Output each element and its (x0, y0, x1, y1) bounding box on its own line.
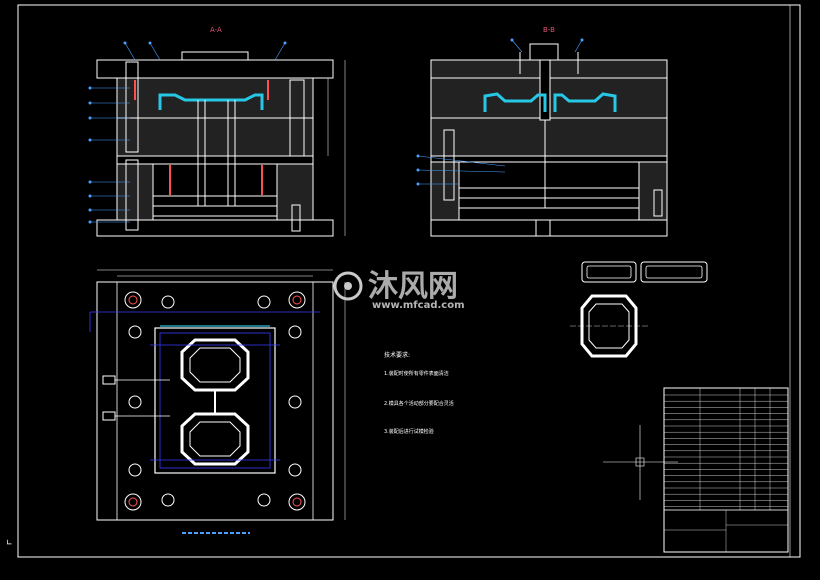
aa-guide-pillar-right (289, 79, 305, 157)
watermark-logo-icon-core (344, 282, 352, 290)
plan-water-fitting (102, 411, 116, 421)
notes-line-1: 1.装配时使所有零件表面清洁 (384, 370, 449, 377)
watermark-logo-icon (333, 271, 363, 301)
bb-part-cavity-right (553, 92, 617, 112)
section-bb-label: B-B (543, 26, 555, 34)
plan-mold-plate (116, 281, 314, 521)
aa-part-cavity (158, 93, 264, 110)
notes-line-3: 3.装配后进行试模检验 (384, 428, 434, 435)
plan-view (89, 269, 346, 534)
bb-leader-lines (416, 38, 584, 186)
aa-ejector-retainer-plate (152, 195, 278, 207)
bb-ejector-hole (535, 219, 551, 237)
aa-guide-pillar-left (125, 61, 139, 153)
aa-leader-lines (88, 41, 287, 224)
bb-support-plate (430, 155, 668, 163)
technical-notes: 技术要求: 1.装配时使所有零件表面清洁 2.模具各个活动部分要配合灵活 3.装… (384, 351, 454, 435)
bb-part-cavity-left (483, 92, 547, 112)
section-aa-label: A-A (210, 26, 222, 34)
sheet-border (17, 4, 801, 558)
plan-water-fitting (102, 375, 116, 385)
part-side-view-2-inner (645, 265, 703, 279)
bb-sprue-bushing-head (529, 43, 559, 61)
watermark-brand: 沐风网 (368, 269, 458, 304)
plan-part-top (180, 338, 250, 392)
bb-ejector-plate (458, 197, 640, 209)
section-bb-view: B-B (416, 26, 668, 237)
ucs-crosshair (603, 425, 678, 500)
plan-part-bottom-inner (189, 421, 241, 457)
plan-cooling-lines (89, 311, 320, 461)
plan-insert-pocket (154, 327, 276, 474)
part-side-view-2 (640, 261, 708, 283)
part-side-view-1-inner (586, 265, 632, 279)
bb-ejector-retainer (458, 187, 640, 199)
plan-guide-holes (124, 291, 306, 511)
bom-table-rows (664, 394, 788, 507)
aa-ejector-plate (152, 205, 278, 217)
notes-title: 技术要求: (384, 351, 410, 359)
plan-part-top-inner (189, 347, 241, 383)
watermark-logo: 沐风网 www.mfcad.com (333, 269, 465, 311)
bb-screw-right (653, 189, 663, 217)
aa-support-plate (116, 155, 314, 165)
aa-spacer-block-left (116, 163, 154, 221)
part-plan-view-inner (588, 303, 630, 349)
aa-top-clamp-plate (96, 59, 334, 79)
aa-cavity-plate (116, 77, 314, 119)
part-side-view-1 (581, 261, 637, 283)
bb-guide-pin-left (443, 129, 455, 201)
section-aa-view: A-A (88, 26, 346, 237)
aa-spacer-block-right (276, 163, 314, 221)
bb-spacer-right (638, 161, 668, 221)
part-plan-view (580, 294, 638, 358)
watermark-url: www.mfcad.com (372, 300, 465, 311)
bb-core-plate (430, 117, 668, 157)
plan-insert-edge (160, 325, 270, 327)
plan-part-bottom (180, 412, 250, 466)
aa-locating-ring (181, 51, 249, 61)
aa-core-plate (116, 117, 314, 157)
title-block (663, 387, 789, 553)
notes-line-2: 2.模具各个活动部分要配合灵活 (384, 400, 454, 407)
aa-return-pin-left (125, 159, 139, 231)
ucs-icon: ∟ (6, 538, 13, 547)
aa-screw-right (291, 204, 301, 232)
aa-bottom-clamp-plate (96, 219, 334, 237)
part-detail-views (570, 261, 708, 358)
plan-insert-outline (159, 332, 271, 469)
